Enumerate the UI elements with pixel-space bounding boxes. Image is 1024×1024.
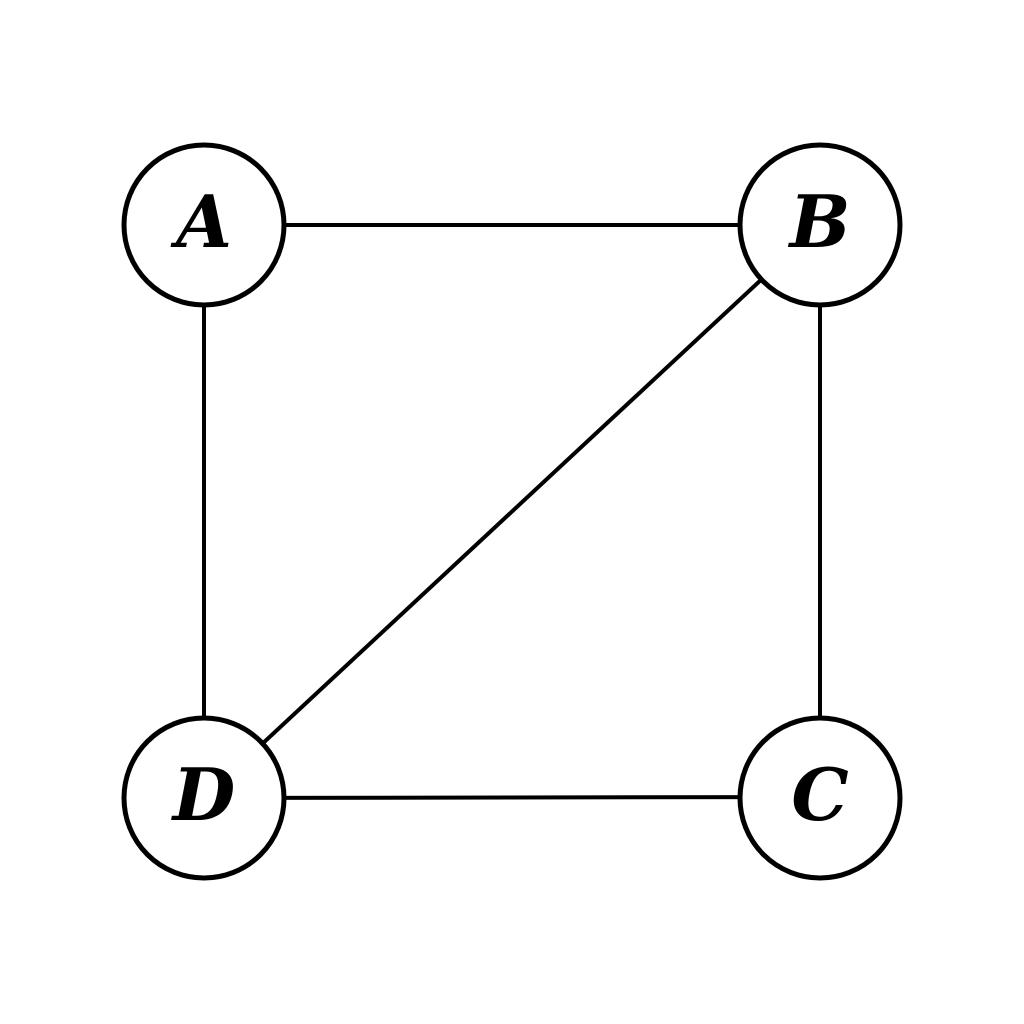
node-C: C xyxy=(737,715,903,881)
node-B: B xyxy=(737,142,903,308)
node-C-circle xyxy=(737,715,903,881)
node-D: D xyxy=(121,715,287,881)
node-A-circle xyxy=(121,142,287,308)
node-D-label: D xyxy=(171,752,235,837)
node-D-circle xyxy=(121,715,287,881)
graph-nodes: A B C D xyxy=(121,142,903,881)
edge-C-D xyxy=(202,795,822,800)
node-B-label: B xyxy=(788,179,851,264)
node-A-label: A xyxy=(170,179,232,264)
node-A: A xyxy=(121,142,287,308)
edge-B-D xyxy=(202,223,822,800)
graph-edges xyxy=(202,223,822,800)
node-B-circle xyxy=(737,142,903,308)
node-C-label: C xyxy=(791,752,848,837)
